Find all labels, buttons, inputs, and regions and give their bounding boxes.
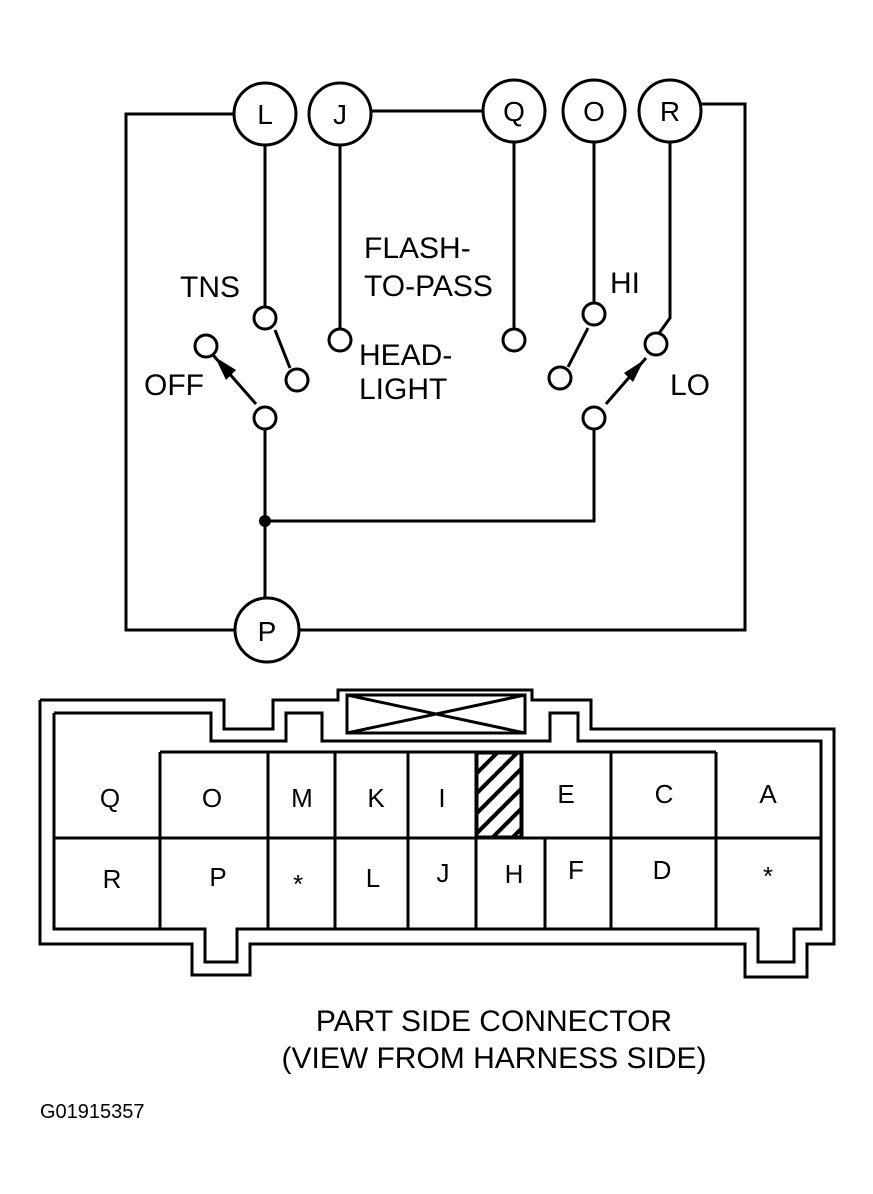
cavity-c: C: [655, 779, 674, 809]
terminals: L J Q O R P: [232, 78, 703, 664]
label-flash-2: TO-PASS: [364, 270, 493, 303]
left-pivot-contact: [252, 405, 278, 431]
off-blade-arrow: [215, 357, 236, 380]
cavity-q: Q: [100, 783, 120, 813]
flash-to-pass-contact: [501, 327, 527, 353]
label-flash-1: FLASH-: [364, 232, 471, 265]
switch-contacts: [193, 301, 669, 431]
label-lo: LO: [670, 369, 710, 402]
lo-contact: [643, 331, 669, 357]
connector-caption-line1: PART SIDE CONNECTOR: [316, 1005, 672, 1038]
cavity-o: O: [202, 783, 222, 813]
blocked-cavity: [475, 751, 523, 839]
cavity-f: F: [568, 855, 584, 885]
terminal-p-circle: [233, 596, 301, 664]
headlight-contact: [327, 327, 353, 353]
connector-outline: [38, 688, 836, 979]
cavity-a: A: [759, 779, 777, 809]
label-headlight-2: LIGHT: [359, 373, 447, 406]
cavity-empty-1: *: [293, 869, 303, 899]
cavity-l: L: [366, 863, 380, 893]
switch-labels: TNS OFF HEAD- LIGHT FLASH- TO-PASS HI LO: [144, 232, 710, 406]
hi-pivot-contact: [547, 365, 573, 391]
terminal-r: R: [660, 96, 680, 127]
label-tns: TNS: [180, 271, 240, 304]
terminal-o-circle: [561, 78, 627, 144]
cavity-r: R: [103, 864, 122, 894]
terminal-l-circle: [232, 81, 298, 147]
label-off: OFF: [144, 369, 204, 402]
terminal-l: L: [257, 99, 273, 130]
hi-contact: [581, 301, 607, 327]
cavity-i: I: [438, 783, 445, 813]
cavity-j: J: [437, 858, 450, 888]
cavity-e: E: [557, 779, 574, 809]
figure-code: G01915357: [40, 1101, 145, 1123]
tns-pivot-contact: [284, 367, 310, 393]
cavity-h: H: [505, 859, 524, 889]
junction-dot: [259, 515, 271, 527]
right-pivot-contact: [581, 405, 607, 431]
label-hi: HI: [610, 267, 640, 300]
schematic-wiring: [124, 102, 747, 632]
cavity-k: K: [367, 783, 385, 813]
cavity-empty-2: *: [763, 861, 773, 891]
terminal-j: J: [333, 99, 347, 130]
terminal-r-circle: [637, 78, 703, 144]
off-contact: [193, 333, 219, 359]
connector-caption-line2: (VIEW FROM HARNESS SIDE): [281, 1042, 706, 1075]
cavity-m: M: [291, 783, 313, 813]
cavity-d: D: [653, 855, 672, 885]
cavity-p: P: [209, 862, 226, 892]
tns-contact: [252, 305, 278, 331]
connector-pin-labels: Q O M K I E C A R P * L J H F D *: [100, 779, 777, 899]
label-headlight-1: HEAD-: [359, 339, 452, 372]
terminal-o: O: [583, 96, 605, 127]
terminal-q-circle: [481, 78, 547, 144]
terminal-p: P: [258, 616, 277, 647]
terminal-q: Q: [503, 96, 525, 127]
lo-blade-arrow: [624, 360, 644, 382]
terminal-j-circle: [307, 81, 373, 147]
